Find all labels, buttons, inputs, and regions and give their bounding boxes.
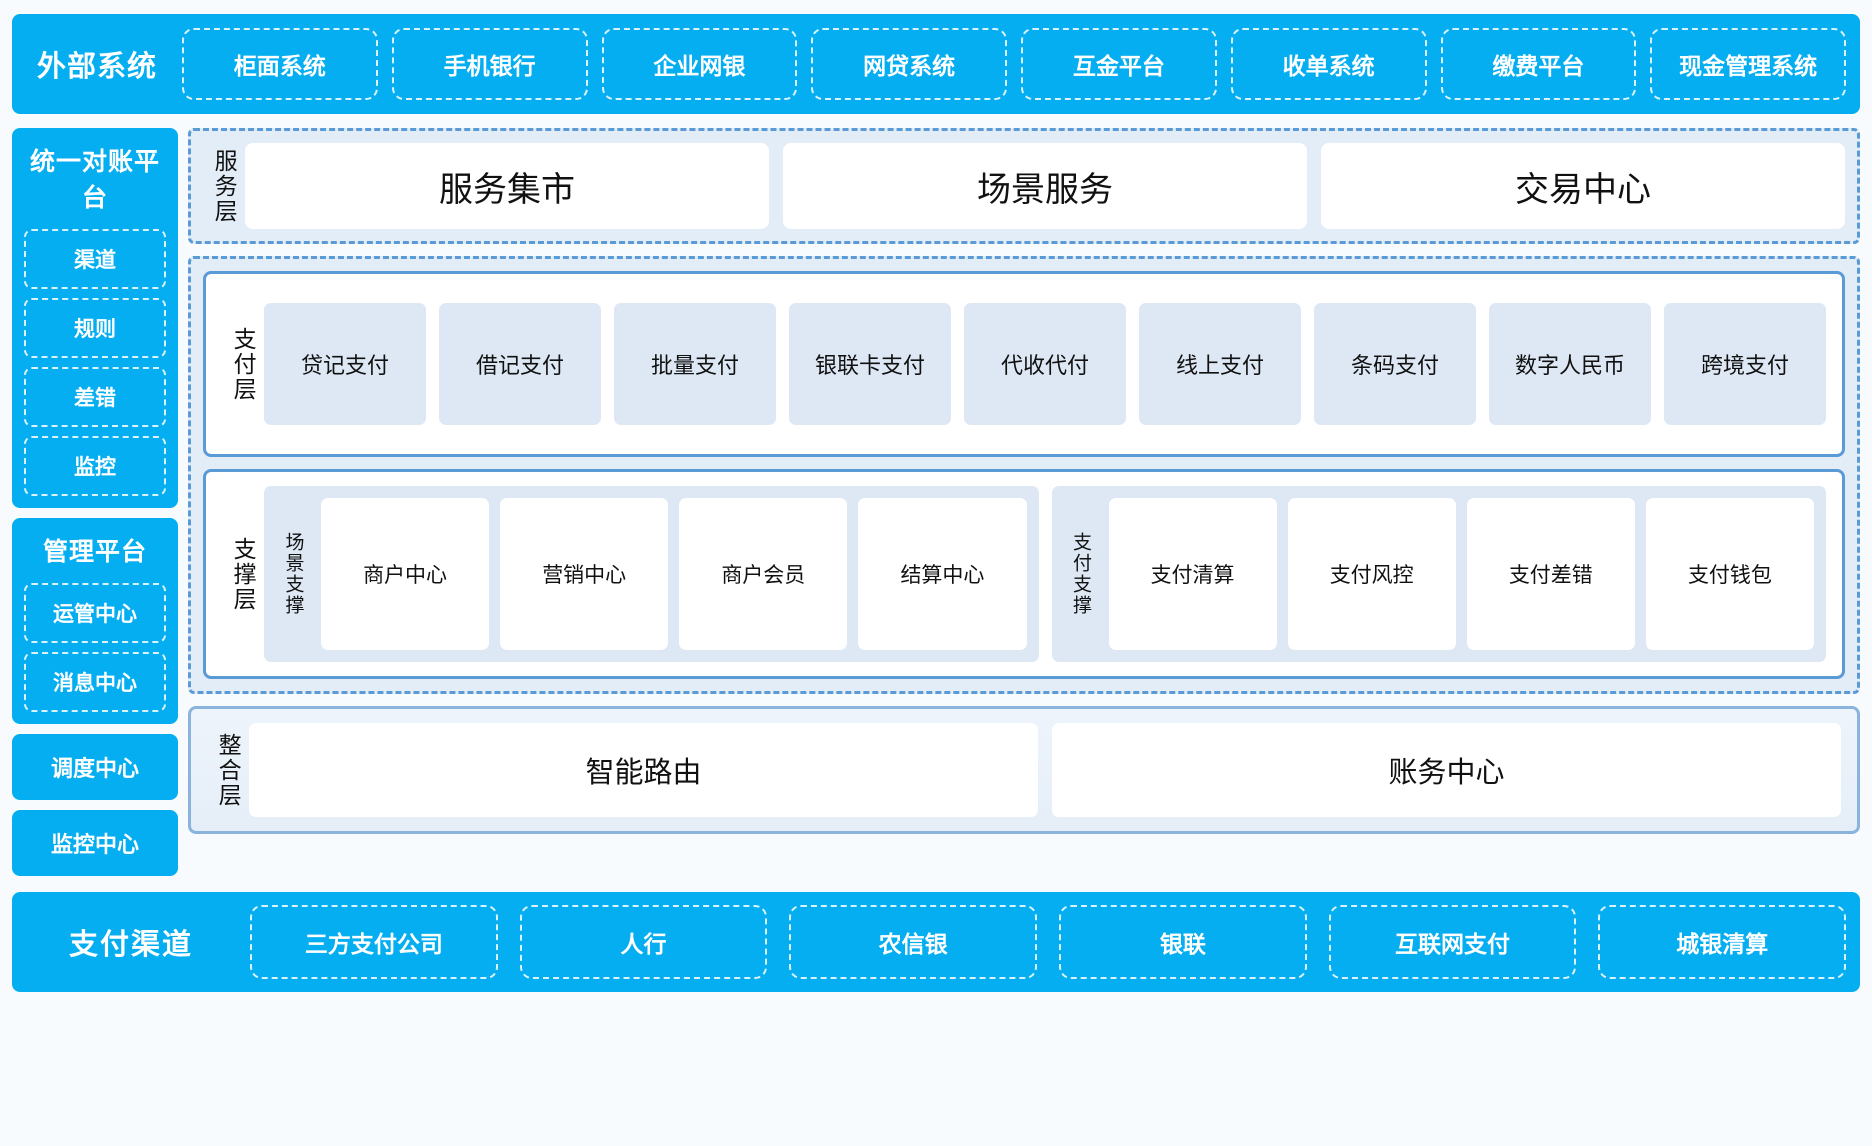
service-card-transaction[interactable]: 交易中心 — [1321, 143, 1845, 229]
service-layer-label: 服务层 — [211, 148, 238, 224]
reconciliation-platform-card: 统一对账平台 渠道 规则 差错 监控 — [12, 128, 178, 508]
core-layers-group: 支付层 贷记支付 借记支付 批量支付 银联卡支付 代收代付 线上支付 条码支付 … — [188, 256, 1860, 694]
external-system-chip[interactable]: 企业网银 — [601, 28, 798, 100]
integration-layer-cards: 智能路由 账务中心 — [249, 723, 1841, 817]
left-rail: 统一对账平台 渠道 规则 差错 监控 管理平台 运管中心 消息中心 调度中心 监… — [12, 128, 178, 876]
payment-channels-chip-row: 三方支付公司 人行 农信银 银联 互联网支付 城银清算 — [250, 905, 1847, 979]
external-system-chip[interactable]: 收单系统 — [1230, 28, 1427, 100]
support-tile-payment-clearing[interactable]: 支付清算 — [1108, 498, 1277, 650]
external-system-chip[interactable]: 手机银行 — [391, 28, 588, 100]
payment-channel-chip[interactable]: 城银清算 — [1598, 905, 1847, 979]
reconciliation-item-monitor[interactable]: 监控 — [24, 436, 166, 496]
payment-tile-cross-border[interactable]: 跨境支付 — [1664, 303, 1826, 425]
support-tile-payment-error[interactable]: 支付差错 — [1466, 498, 1635, 650]
middle-region: 统一对账平台 渠道 规则 差错 监控 管理平台 运管中心 消息中心 调度中心 监… — [12, 128, 1860, 876]
scenario-support-label: 场景支撑 — [282, 532, 304, 616]
integration-card-accounting-center[interactable]: 账务中心 — [1052, 723, 1841, 817]
scheduling-center-card[interactable]: 调度中心 — [12, 734, 178, 800]
external-system-chip[interactable]: 现金管理系统 — [1650, 28, 1846, 100]
payment-channel-chip[interactable]: 银联 — [1059, 905, 1307, 979]
integration-layer-panel: 整合层 智能路由 账务中心 — [188, 706, 1860, 834]
reconciliation-item-rule[interactable]: 规则 — [24, 298, 166, 358]
external-systems-chip-row: 柜面系统 手机银行 企业网银 网贷系统 互金平台 收单系统 缴费平台 现金管理系… — [182, 28, 1846, 100]
management-platform-card: 管理平台 运管中心 消息中心 — [12, 518, 178, 724]
payment-channel-chip[interactable]: 人行 — [519, 905, 768, 979]
support-tile-marketing-center[interactable]: 营销中心 — [500, 498, 669, 650]
support-layer-groups: 场景支撑 商户中心 营销中心 商户会员 结算中心 支付支撑 支付清算 支付风控 … — [264, 486, 1826, 662]
support-tile-settlement-center[interactable]: 结算中心 — [858, 498, 1027, 650]
integration-card-smart-routing[interactable]: 智能路由 — [249, 723, 1038, 817]
payment-channel-chip[interactable]: 农信银 — [789, 905, 1038, 979]
payment-layer-panel: 支付层 贷记支付 借记支付 批量支付 银联卡支付 代收代付 线上支付 条码支付 … — [203, 271, 1845, 457]
management-platform-title: 管理平台 — [42, 538, 147, 566]
support-tile-merchant-center[interactable]: 商户中心 — [321, 498, 490, 650]
layers-column: 服务层 服务集市 场景服务 交易中心 支付层 贷记支付 借记支付 — [188, 128, 1860, 834]
support-tile-payment-risk[interactable]: 支付风控 — [1287, 498, 1456, 650]
payment-support-label: 支付支撑 — [1070, 532, 1091, 616]
external-system-chip[interactable]: 互金平台 — [1021, 28, 1217, 100]
scenario-support-group: 场景支撑 商户中心 营销中心 商户会员 结算中心 — [264, 486, 1039, 662]
monitoring-center-card[interactable]: 监控中心 — [12, 810, 178, 876]
external-system-chip[interactable]: 缴费平台 — [1440, 28, 1637, 100]
external-systems-bar: 外部系统 柜面系统 手机银行 企业网银 网贷系统 互金平台 收单系统 缴费平台 … — [12, 14, 1860, 114]
payment-channel-chip[interactable]: 三方支付公司 — [250, 905, 498, 979]
support-tile-merchant-member[interactable]: 商户会员 — [679, 498, 848, 650]
management-item-ops-center[interactable]: 运管中心 — [24, 583, 166, 643]
service-card-scenario[interactable]: 场景服务 — [783, 143, 1307, 229]
payment-tile-batch[interactable]: 批量支付 — [614, 303, 776, 425]
payment-tile-barcode[interactable]: 条码支付 — [1314, 303, 1476, 425]
service-card-marketplace[interactable]: 服务集市 — [245, 143, 769, 229]
payment-tile-online[interactable]: 线上支付 — [1139, 303, 1301, 425]
support-layer-label: 支撑层 — [230, 536, 257, 612]
reconciliation-platform-title: 统一对账平台 — [29, 148, 160, 212]
payment-channels-bar: 支付渠道 三方支付公司 人行 农信银 银联 互联网支付 城银清算 — [12, 892, 1860, 992]
support-tile-payment-wallet[interactable]: 支付钱包 — [1645, 498, 1814, 650]
payment-support-group: 支付支撑 支付清算 支付风控 支付差错 支付钱包 — [1051, 486, 1826, 662]
external-system-chip[interactable]: 网贷系统 — [811, 28, 1007, 100]
payment-tile-debit[interactable]: 借记支付 — [439, 303, 601, 425]
management-item-message-center[interactable]: 消息中心 — [24, 652, 166, 712]
reconciliation-item-channel[interactable]: 渠道 — [24, 229, 166, 289]
payment-layer-tiles: 贷记支付 借记支付 批量支付 银联卡支付 代收代付 线上支付 条码支付 数字人民… — [264, 288, 1826, 440]
payment-channels-title: 支付渠道 — [68, 929, 193, 961]
external-system-chip[interactable]: 柜面系统 — [182, 28, 378, 100]
payment-tile-unionpay-card[interactable]: 银联卡支付 — [789, 303, 951, 425]
payment-tile-collection-payment[interactable]: 代收代付 — [964, 303, 1126, 425]
service-layer-cards: 服务集市 场景服务 交易中心 — [245, 143, 1845, 229]
support-layer-panel: 支撑层 场景支撑 商户中心 营销中心 商户会员 结算中心 支付支撑 — [203, 469, 1845, 679]
payment-tile-credit[interactable]: 贷记支付 — [264, 303, 426, 425]
payment-channel-chip[interactable]: 互联网支付 — [1328, 905, 1577, 979]
payment-layer-label: 支付层 — [230, 326, 257, 402]
reconciliation-item-error[interactable]: 差错 — [24, 367, 166, 427]
external-systems-title: 外部系统 — [36, 51, 157, 83]
core-layers-inner: 支付层 贷记支付 借记支付 批量支付 银联卡支付 代收代付 线上支付 条码支付 … — [203, 271, 1845, 679]
service-layer-group: 服务层 服务集市 场景服务 交易中心 — [188, 128, 1860, 244]
payment-tile-digital-rmb[interactable]: 数字人民币 — [1489, 303, 1651, 425]
integration-layer-label: 整合层 — [215, 732, 242, 808]
